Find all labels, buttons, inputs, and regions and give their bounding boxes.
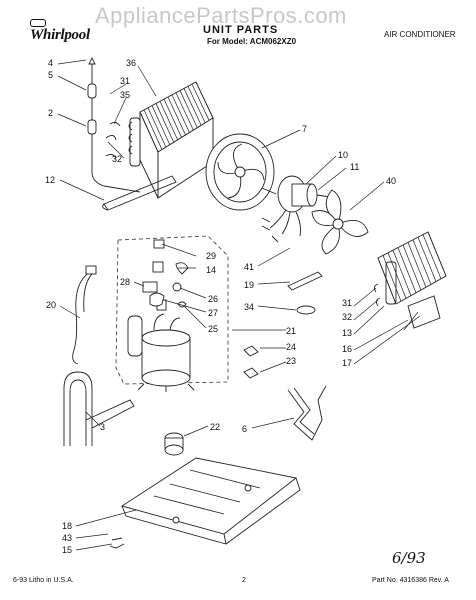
callout-34: 34 [244,302,254,312]
terminal-parts-drawing [142,239,189,308]
callout-19: 19 [244,280,254,290]
callout-18: 18 [62,521,72,531]
handwritten-date: 6/93 [392,549,426,567]
callout-5: 5 [48,70,53,80]
evaporator-fin [417,237,437,282]
callout-43: 43 [62,533,72,543]
coil-fin [179,90,198,128]
callout-10: 10 [338,150,348,160]
blower-wheel-drawing [205,133,275,211]
footer-part-number: Part No. 4316386 Rev. A [372,577,449,584]
brand-logo-mark: . [30,19,46,27]
evaporator-fin [422,234,442,279]
base-pan-drawing [120,457,301,545]
coil-fin [167,96,186,136]
brand-logo: Whirlpool [30,27,90,43]
leader-lines [57,59,421,551]
callout-16: 16 [342,344,352,354]
evaporator-fin [392,250,412,296]
callout-labels: 4 5 36 31 35 2 32 12 7 10 11 40 29 14 28… [45,58,396,555]
callout-13: 13 [342,328,352,338]
callout-6: 6 [242,424,247,434]
callout-14: 14 [206,265,216,275]
coil-fin [195,81,214,119]
callout-31b: 31 [342,298,352,308]
screw-drawing [109,537,125,549]
callout-23: 23 [286,356,296,366]
callout-41: 41 [244,262,254,272]
callout-29: 29 [206,251,216,261]
evaporator-fin [377,257,397,305]
callout-15: 15 [62,545,72,555]
callout-27: 27 [208,308,218,318]
fan-blade-drawing [311,189,369,255]
coil-fin [175,92,194,131]
category-label: AIR CONDITIONER [384,30,456,39]
callout-17: 17 [342,358,352,368]
callout-40: 40 [386,176,396,186]
coil-fin [155,103,175,143]
sensing-tube-drawing [87,56,141,193]
callout-35: 35 [120,90,130,100]
callout-24: 24 [286,342,296,352]
callout-4: 4 [48,58,53,68]
evaporator-fin [412,239,432,285]
footer-page-number: 2 [242,577,246,584]
callout-21: 21 [286,326,296,336]
callout-2: 2 [48,108,53,118]
coil-fin [159,101,178,141]
evaporator-fin [387,252,407,299]
callout-25: 25 [208,324,218,334]
condenser-coil-drawing [128,81,214,199]
callout-26: 26 [208,294,218,304]
evaporator-fin [407,242,427,288]
watermark-text: AppliancePartsPros.com [95,3,347,28]
callout-11: 11 [350,162,359,172]
callout-3: 3 [100,422,105,432]
fastener-parts-drawing [243,271,381,379]
coil-fin [163,98,182,138]
coil-fin [191,83,210,121]
callout-28: 28 [120,277,130,287]
evaporator-fin [397,247,417,293]
callout-32: 32 [112,154,122,164]
coil-fin [147,107,167,148]
discharge-tube-drawing [287,385,327,441]
capillary-tube-drawing [63,371,135,446]
footer-litho: 6-93 Litho in U.S.A. [13,577,74,584]
coil-fin [151,105,171,145]
callout-32b: 32 [342,312,352,322]
callout-31: 31 [120,76,130,86]
callout-12: 12 [45,175,55,185]
drain-tube-drawing [102,175,177,211]
evaporator-coil-drawing [377,231,447,331]
coil-fin [171,94,190,133]
evaporator-fin [402,244,422,291]
power-cord-drawing [72,265,97,365]
callout-7: 7 [302,124,307,134]
coil-fin [187,86,206,124]
callout-20: 20 [46,300,56,310]
callout-36: 36 [126,58,136,68]
compressor-group-outline [115,235,229,385]
evaporator-fin [427,231,447,277]
coil-fin [139,111,159,153]
callout-22: 22 [210,422,220,432]
grommet-drawing [164,432,184,456]
coil-fin [183,88,202,126]
compressor-drawing [127,299,195,392]
model-line: For Model: ACM062XZ0 [207,37,297,46]
coil-fin [143,109,163,150]
fan-motor-drawing [261,175,331,243]
page-title: UNIT PARTS [203,24,279,36]
